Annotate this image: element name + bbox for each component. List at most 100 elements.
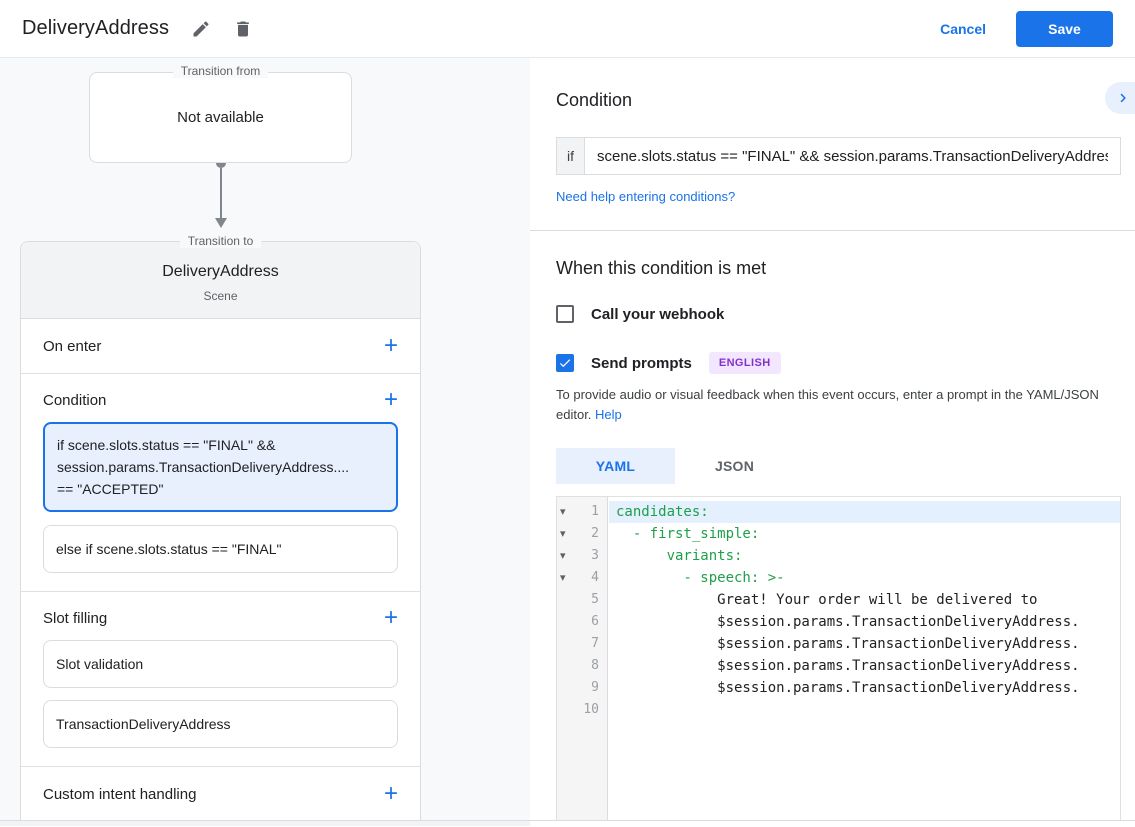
section-condition: Condition + if scene.slots.status == "FI… xyxy=(21,373,420,591)
scene-card-header[interactable]: DeliveryAddress Scene xyxy=(21,242,420,319)
when-met-heading: When this condition is met xyxy=(556,258,767,278)
condition-card-selected[interactable]: if scene.slots.status == "FINAL" && sess… xyxy=(43,422,398,512)
line-number: 10 xyxy=(583,702,599,717)
editor-code-line[interactable] xyxy=(609,699,1120,721)
editor-gutter-row: 8 xyxy=(557,655,607,677)
condition-input[interactable] xyxy=(585,137,1121,175)
editor-gutter-row[interactable]: ▾2 xyxy=(557,523,607,545)
editor-gutter-row[interactable]: ▾3 xyxy=(557,545,607,567)
if-prefix: if xyxy=(556,137,585,175)
scene-flow-panel: Transition from Not available Transition… xyxy=(0,58,530,820)
line-number: 3 xyxy=(591,548,599,563)
condition-heading: Condition xyxy=(556,90,633,110)
tab-yaml[interactable]: YAML xyxy=(556,448,675,484)
transition-connector xyxy=(20,158,421,228)
bottom-strip xyxy=(0,821,1135,826)
on-enter-label: On enter xyxy=(43,337,102,355)
add-custom-intent-button[interactable]: + xyxy=(383,780,398,807)
condition-detail-panel: Condition if Need help entering conditio… xyxy=(530,58,1135,820)
transition-from-value: Not available xyxy=(177,109,264,126)
editor-code-line[interactable]: $session.params.TransactionDeliveryAddre… xyxy=(616,658,1080,674)
fold-arrow-icon[interactable]: ▾ xyxy=(560,506,566,518)
hint-text: To provide audio or visual feedback when… xyxy=(556,387,1099,422)
line-number: 4 xyxy=(591,570,599,585)
editor-code-line[interactable]: Great! Your order will be delivered to xyxy=(616,592,1038,608)
line-number: 7 xyxy=(591,636,599,651)
line-number: 8 xyxy=(591,658,599,673)
line-number: 2 xyxy=(591,526,599,541)
add-slot-button[interactable]: + xyxy=(383,604,398,631)
scene-card: Transition to DeliveryAddress Scene On e… xyxy=(20,234,421,820)
slot-card[interactable]: TransactionDeliveryAddress xyxy=(43,700,398,748)
transition-from-box[interactable]: Transition from Not available xyxy=(89,64,352,163)
editor-code-line[interactable]: - speech: >- xyxy=(616,570,785,586)
editor-gutter-row[interactable]: ▾1 xyxy=(557,501,607,523)
section-custom-intent: Custom intent handling + xyxy=(21,766,420,820)
webhook-checkbox[interactable] xyxy=(556,305,574,323)
transition-diagram: Transition from Not available Transition… xyxy=(20,64,421,820)
condition-help-link[interactable]: Need help entering conditions? xyxy=(556,189,736,204)
help-link[interactable]: Help xyxy=(595,407,622,422)
section-slot-filling: Slot filling + Slot validation Transacti… xyxy=(21,591,420,766)
condition-expression-row: if xyxy=(556,137,1121,175)
chevron-right-icon xyxy=(1120,93,1126,103)
editor-code: candidates: - first_simple: variants: - … xyxy=(609,497,1120,820)
edit-title-button[interactable] xyxy=(191,19,211,39)
editor-code-line[interactable]: candidates: xyxy=(609,501,1120,523)
condition-card-else[interactable]: else if scene.slots.status == "FINAL" xyxy=(43,525,398,573)
save-button[interactable]: Save xyxy=(1016,10,1113,47)
slot-validation-card[interactable]: Slot validation xyxy=(43,640,398,688)
connector-dot xyxy=(215,158,226,168)
condition-line: == "ACCEPTED" xyxy=(57,481,164,497)
editor-gutter-row: 9 xyxy=(557,677,607,699)
editor-tabs: YAML JSON xyxy=(556,448,1121,484)
prompt-hint: To provide audio or visual feedback when… xyxy=(556,385,1121,425)
section-on-enter: On enter + xyxy=(21,319,420,373)
editor-code-line[interactable]: $session.params.TransactionDeliveryAddre… xyxy=(616,680,1080,696)
webhook-label: Call your webhook xyxy=(591,305,725,323)
editor-gutter-row: 6 xyxy=(557,611,607,633)
webhook-row: Call your webhook xyxy=(556,305,1121,323)
connector-line xyxy=(219,168,222,218)
page-title: DeliveryAddress xyxy=(22,17,170,39)
language-badge: ENGLISH xyxy=(708,352,781,374)
condition-label: Condition xyxy=(43,391,107,409)
transition-from-label: Transition from xyxy=(172,64,269,78)
line-number: 1 xyxy=(591,504,599,519)
trash-icon xyxy=(237,21,249,36)
cancel-button[interactable]: Cancel xyxy=(940,20,986,37)
line-number: 6 xyxy=(591,614,599,629)
editor-code-line[interactable]: $session.params.TransactionDeliveryAddre… xyxy=(616,614,1080,630)
divider xyxy=(530,230,1135,231)
collapse-panel-button[interactable] xyxy=(1105,82,1135,114)
slot-filling-label: Slot filling xyxy=(43,609,108,627)
editor-gutter-row[interactable]: ▾4 xyxy=(557,567,607,589)
editor-gutter-row: 10 xyxy=(557,699,607,721)
fold-arrow-icon[interactable]: ▾ xyxy=(560,550,566,562)
transition-to-label: Transition to xyxy=(179,234,262,248)
send-prompts-row: Send prompts ENGLISH xyxy=(556,352,1121,374)
add-on-enter-button[interactable]: + xyxy=(383,332,398,359)
send-prompts-label: Send prompts xyxy=(591,354,692,372)
editor-gutter-row: 5 xyxy=(557,589,607,611)
tab-json[interactable]: JSON xyxy=(714,458,755,474)
send-prompts-checkbox[interactable] xyxy=(556,354,574,372)
check-icon xyxy=(559,359,571,368)
editor-gutter-row: 7 xyxy=(557,633,607,655)
fold-arrow-icon[interactable]: ▾ xyxy=(560,528,566,540)
top-bar: DeliveryAddress Cancel Save xyxy=(0,0,1135,58)
line-number: 5 xyxy=(591,592,599,607)
add-condition-button[interactable]: + xyxy=(383,386,398,413)
condition-line: session.params.TransactionDeliveryAddres… xyxy=(57,459,350,475)
arrow-down-icon xyxy=(214,218,227,228)
fold-arrow-icon[interactable]: ▾ xyxy=(560,572,566,584)
editor-code-line[interactable]: $session.params.TransactionDeliveryAddre… xyxy=(616,636,1080,652)
editor-code-line[interactable]: variants: xyxy=(616,548,743,564)
scene-name: DeliveryAddress xyxy=(162,263,279,280)
editor-code-line[interactable]: - first_simple: xyxy=(616,526,760,542)
custom-intent-label: Custom intent handling xyxy=(43,785,197,803)
delete-scene-button[interactable] xyxy=(233,19,253,39)
pencil-icon xyxy=(193,20,209,36)
